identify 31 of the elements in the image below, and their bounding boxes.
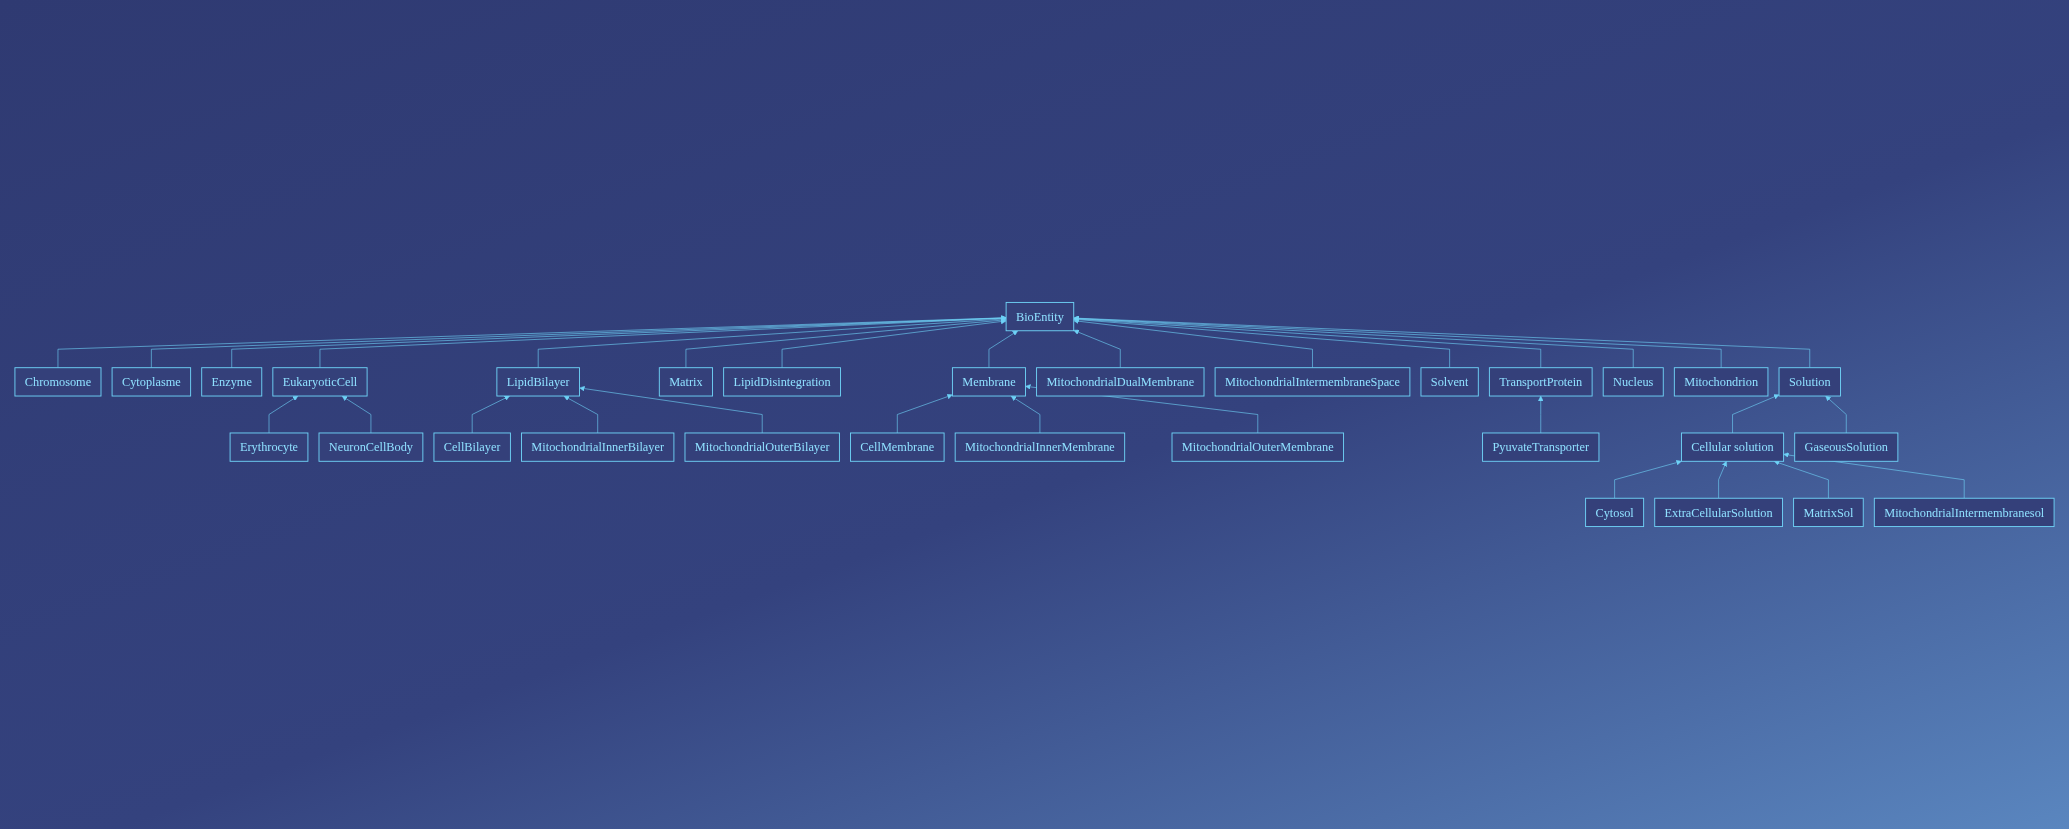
node-box: Nucleus bbox=[1602, 367, 1664, 397]
node-box: MitochondrialInnerBilayer bbox=[521, 432, 675, 462]
node-box: TransportProtein bbox=[1488, 367, 1593, 397]
node-box: Membrane bbox=[951, 367, 1026, 397]
node-box: Matrix bbox=[658, 367, 713, 397]
node-box: MitochondrialOuterMembrane bbox=[1171, 432, 1344, 462]
node-box: MitochondrialOuterBilayer bbox=[684, 432, 840, 462]
node-box: Chromosome bbox=[14, 367, 102, 397]
node-box: Solution bbox=[1778, 367, 1841, 397]
node-box: LipidBilayer bbox=[496, 367, 580, 397]
node-box: Cytoplasme bbox=[111, 367, 192, 397]
node-box: CellMembrane bbox=[850, 432, 945, 462]
node-box: CellBilayer bbox=[433, 432, 511, 462]
node-box: EukaryoticCell bbox=[272, 367, 368, 397]
node-box: MitochondrialInnerMembrane bbox=[954, 432, 1126, 462]
node-box: Mitochondrion bbox=[1673, 367, 1769, 397]
node-box: Solvent bbox=[1420, 367, 1479, 397]
node-box: MatrixSol bbox=[1793, 497, 1864, 528]
node-box: MitochondrialIntermembranesol bbox=[1873, 497, 2055, 528]
node-box: BioEntity bbox=[1005, 301, 1075, 332]
node-box: Cellular solution bbox=[1681, 432, 1785, 462]
node-box: Erythrocyte bbox=[229, 432, 309, 462]
node-box: LipidDisintegration bbox=[723, 367, 841, 397]
node-box: Cytosol bbox=[1585, 497, 1645, 528]
node-box: PyuvateTransporter bbox=[1482, 432, 1600, 462]
node-box: ExtraCellularSolution bbox=[1654, 497, 1783, 528]
node-box: GaseousSolution bbox=[1794, 432, 1899, 462]
node-box: NeuronCellBody bbox=[318, 432, 424, 462]
node-box: MitochondrialIntermembraneSpace bbox=[1214, 367, 1411, 397]
node-box: MitochondrialDualMembrane bbox=[1036, 367, 1205, 397]
node-box: Enzyme bbox=[201, 367, 263, 397]
